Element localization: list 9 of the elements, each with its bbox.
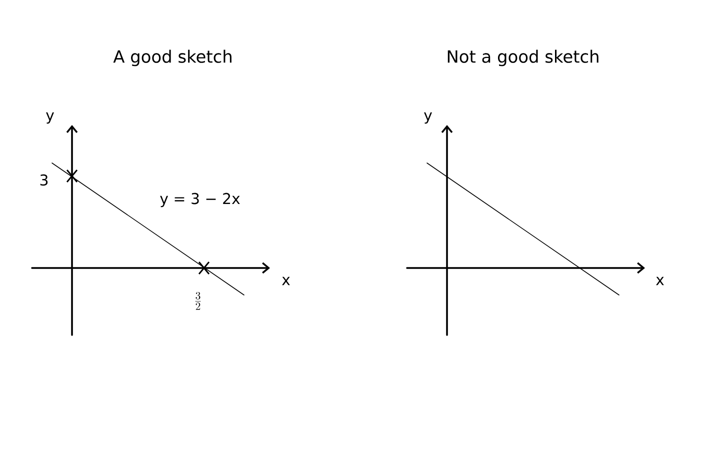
title: Not a good sketch bbox=[448, 50, 598, 66]
axis-label: x bbox=[656, 276, 664, 286]
intercept-label: $\frac{3}{2}$ bbox=[195, 292, 201, 310]
axis-label: x bbox=[282, 276, 290, 286]
axis-label: y bbox=[46, 112, 54, 124]
equation-label: y = 3 − 2x bbox=[160, 192, 240, 208]
title: A good sketch bbox=[113, 50, 232, 66]
intercept-label: 3 bbox=[40, 174, 48, 186]
axis-label: y bbox=[424, 112, 432, 124]
